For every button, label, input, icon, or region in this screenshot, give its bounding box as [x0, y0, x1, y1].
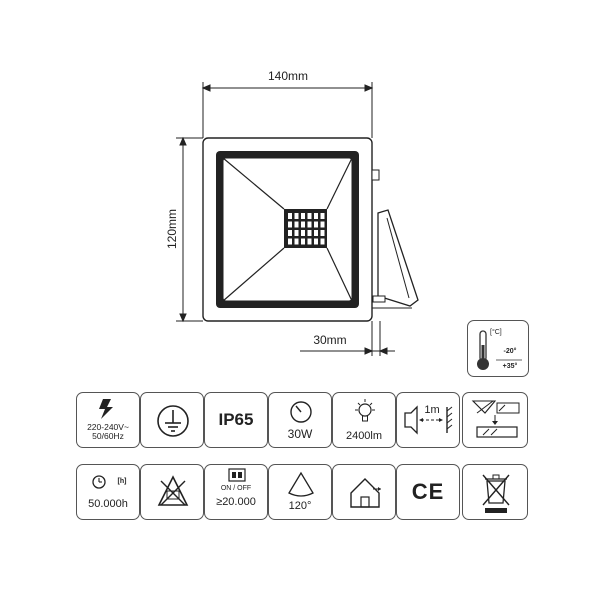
led-dot — [307, 213, 312, 219]
led-dot — [294, 213, 299, 219]
led-dot — [307, 238, 312, 245]
led-dot — [307, 230, 312, 236]
mounting-surface-icon — [471, 400, 520, 438]
led-dot — [288, 213, 292, 219]
led-dot — [314, 238, 318, 245]
led-chip — [288, 213, 325, 245]
ce-mark: CE — [411, 479, 445, 504]
ip-rating-label: IP65 — [218, 410, 254, 429]
led-dot — [288, 238, 292, 245]
width-label: 140mm — [268, 69, 308, 83]
clock-icon — [92, 475, 106, 489]
not-for-dimmer-tile — [140, 464, 204, 520]
height-label: 120mm — [165, 209, 179, 249]
distance-icon — [404, 405, 453, 435]
led-dot — [314, 221, 318, 228]
lifetime-unit: [h] — [117, 478, 127, 485]
power-tile: 30W — [268, 392, 332, 448]
depth-label: 30mm — [313, 333, 346, 347]
led-dot — [320, 221, 325, 228]
led-dot — [320, 213, 325, 219]
switch-cycles-label: ≥20.000 — [216, 496, 256, 508]
height-dimension — [176, 136, 203, 323]
width-dimension — [201, 82, 374, 138]
crossed-bin-icon — [482, 474, 510, 513]
thermometer-icon — [477, 330, 522, 370]
temperature-min: -20° — [503, 348, 517, 355]
power-meter-icon — [290, 401, 312, 423]
led-dot — [320, 230, 325, 236]
led-dot — [301, 213, 305, 219]
lumen-tile: 2400lm — [332, 392, 396, 448]
beam-angle-icon — [288, 471, 314, 497]
mounting-surface-tile — [462, 392, 528, 448]
led-dot — [301, 230, 305, 236]
lifetime-tile: [h] 50.000h — [76, 464, 140, 520]
no-dimmer-icon — [157, 475, 189, 506]
beam-angle-label: 120° — [288, 500, 312, 512]
switching-cycles-tile: ON / OFF ≥20.000 — [204, 464, 268, 520]
led-dot — [314, 230, 318, 236]
indoor-use-tile — [332, 464, 396, 520]
temperature-unit: [°C] — [490, 329, 502, 336]
temperature-max: +35° — [502, 363, 518, 370]
ip-rating-tile: IP65 — [204, 392, 268, 448]
temperature-tile: [°C] -20° +35° — [467, 320, 529, 377]
earth-ground-icon — [157, 405, 189, 437]
lumen-label: 2400lm — [345, 430, 383, 442]
weee-tile — [462, 464, 528, 520]
beam-angle-tile: 120° — [268, 464, 332, 520]
voltage-tile: 220-240V~ 50/60Hz — [76, 392, 140, 448]
distance-tile: 1m — [396, 392, 460, 448]
led-dot — [314, 213, 318, 219]
protection-class-tile — [140, 392, 204, 448]
led-dot — [301, 221, 305, 228]
led-dot — [301, 238, 305, 245]
switch-icon — [228, 468, 246, 482]
led-dot — [320, 238, 325, 245]
led-dot — [288, 221, 292, 228]
led-dot — [294, 230, 299, 236]
switch-label: ON / OFF — [220, 485, 252, 492]
depth-dimension — [300, 321, 395, 356]
distance-label: 1m — [424, 404, 440, 416]
led-dot — [288, 230, 292, 236]
led-dot — [307, 221, 312, 228]
lightning-icon — [99, 399, 113, 419]
led-dot — [294, 221, 299, 228]
house-icon — [350, 478, 381, 508]
voltage-label: 220-240V~ 50/60Hz — [87, 422, 129, 441]
light-bulb-icon — [355, 399, 375, 422]
ce-mark-tile: CE — [396, 464, 460, 520]
floodlight-housing — [202, 137, 419, 322]
lifetime-label: 50.000h — [88, 498, 128, 510]
power-label: 30W — [287, 427, 313, 441]
led-dot — [294, 238, 299, 245]
